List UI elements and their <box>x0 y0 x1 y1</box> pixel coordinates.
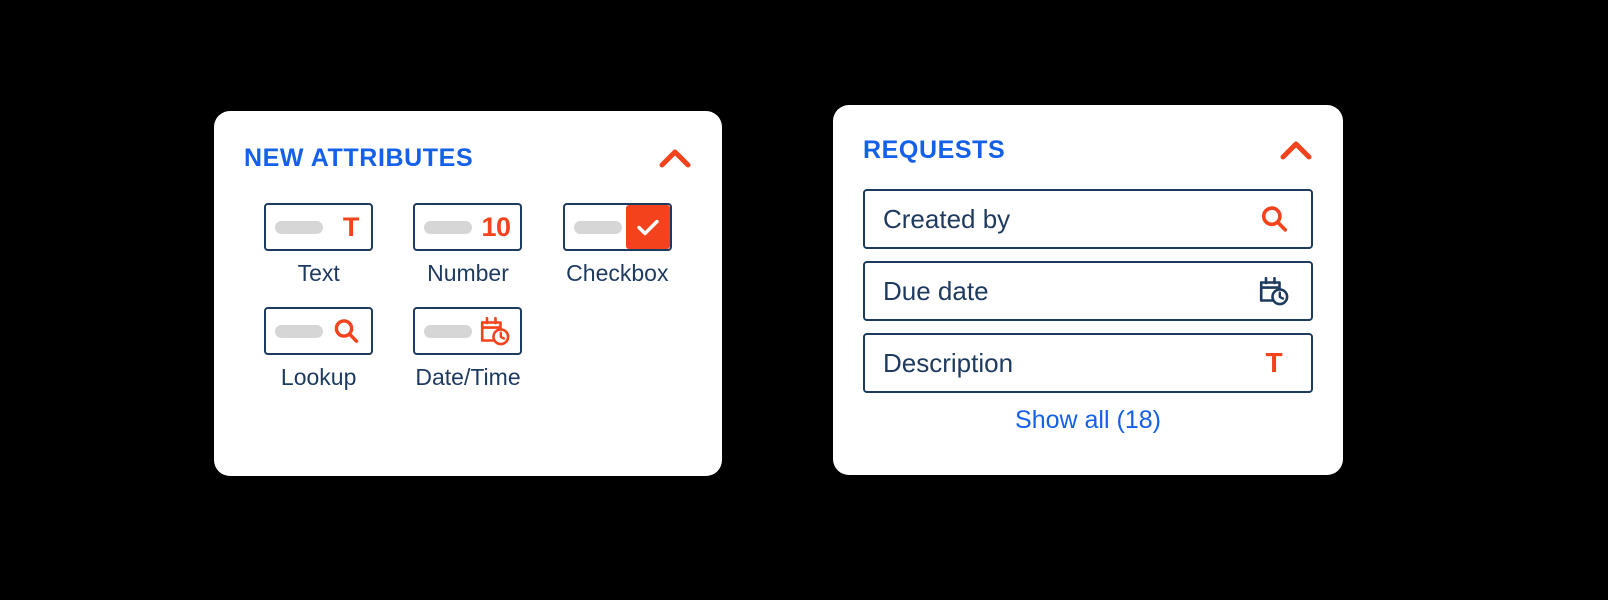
letter-t-glyph: T <box>342 211 360 242</box>
field-row-due-date[interactable]: Due date <box>863 261 1313 321</box>
search-icon[interactable] <box>1257 202 1291 236</box>
attribute-option-checkbox[interactable]: Checkbox <box>543 203 692 285</box>
text-attribute-icon: T <box>264 203 374 251</box>
attribute-option-datetime[interactable]: Date/Time <box>393 307 542 389</box>
placeholder-pill <box>424 220 473 234</box>
attribute-label: Lookup <box>280 364 357 390</box>
search-icon <box>329 316 363 346</box>
calendar-clock-icon[interactable] <box>1257 274 1291 308</box>
attribute-type-grid: T Text 10 Number <box>244 203 692 389</box>
new-attributes-header: NEW ATTRIBUTES <box>244 141 692 175</box>
datetime-attribute-icon <box>413 307 523 355</box>
attribute-label: Text <box>297 260 340 286</box>
field-label: Due date <box>883 276 989 306</box>
requests-panel: REQUESTS Created by Due dat <box>833 105 1343 475</box>
number-ten-glyph: 10 <box>481 211 511 242</box>
text-t-icon[interactable]: T <box>1265 347 1283 378</box>
checkmark-icon <box>625 205 670 249</box>
placeholder-pill <box>275 324 324 338</box>
checkbox-attribute-icon <box>562 203 672 251</box>
field-label: Created by <box>883 204 1011 234</box>
attribute-label: Checkbox <box>566 260 669 286</box>
placeholder-pill <box>275 220 324 234</box>
attribute-label: Date/Time <box>415 364 521 390</box>
new-attributes-title: NEW ATTRIBUTES <box>244 143 474 172</box>
new-attributes-panel: NEW ATTRIBUTES T Text 10 <box>214 111 722 476</box>
grid-spacer <box>543 307 692 389</box>
show-all-link[interactable]: Show all (18) <box>1015 406 1161 434</box>
calendar-clock-icon <box>478 315 512 347</box>
requests-title: REQUESTS <box>863 135 1006 164</box>
field-label: Description <box>883 348 1014 378</box>
placeholder-pill <box>424 324 473 338</box>
attribute-option-number[interactable]: 10 Number <box>393 203 542 285</box>
attribute-option-lookup[interactable]: Lookup <box>244 307 393 389</box>
attribute-option-text[interactable]: T Text <box>244 203 393 285</box>
lookup-attribute-icon <box>264 307 374 355</box>
field-row-created-by[interactable]: Created by <box>863 189 1313 249</box>
field-row-description[interactable]: Description T <box>863 333 1313 393</box>
request-field-list: Created by Due date <box>863 189 1313 393</box>
placeholder-pill <box>573 220 622 234</box>
attribute-label: Number <box>427 260 509 286</box>
number-attribute-icon: 10 <box>413 203 523 251</box>
requests-header: REQUESTS <box>863 133 1313 167</box>
chevron-up-icon[interactable] <box>658 145 692 171</box>
chevron-up-icon[interactable] <box>1279 137 1313 163</box>
